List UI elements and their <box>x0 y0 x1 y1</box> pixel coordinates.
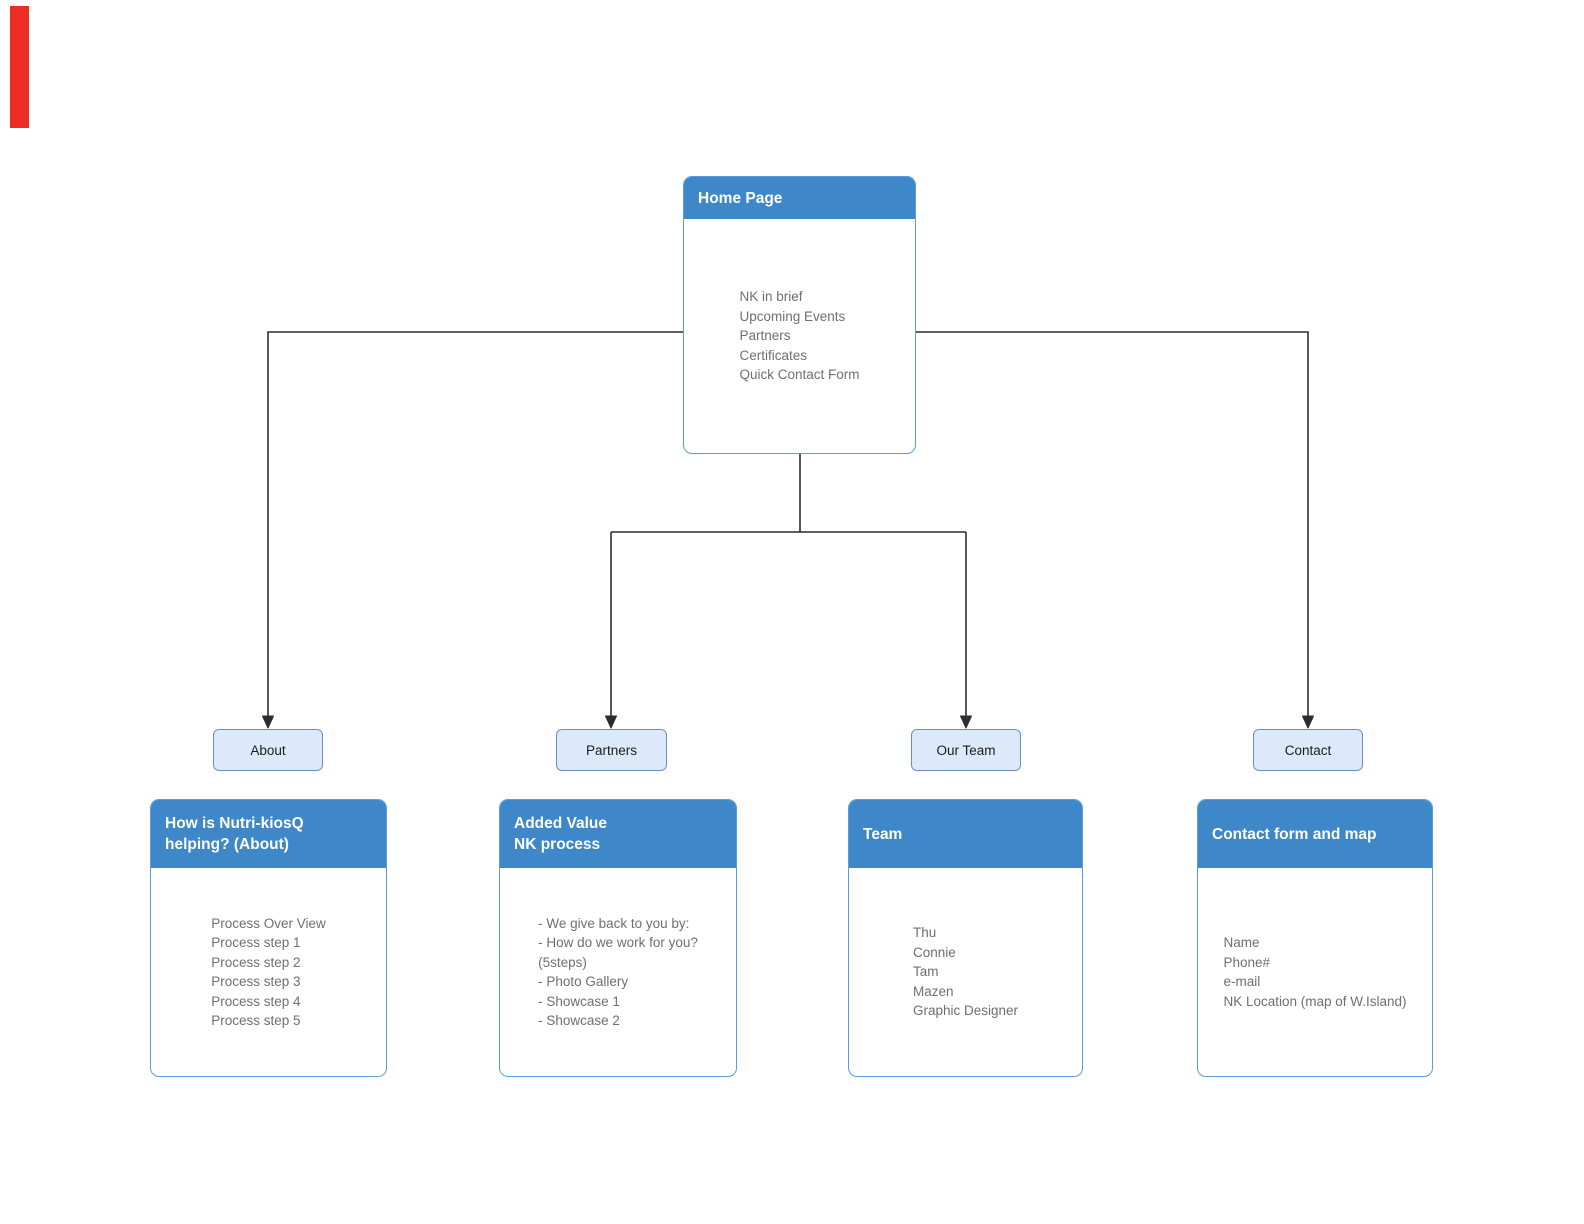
connector-home-contact <box>916 331 1314 729</box>
node-partners-section: Added Value NK process - We give back to… <box>499 799 737 1077</box>
node-home-page-items: NK in brief Upcoming Events Partners Cer… <box>739 289 860 383</box>
node-contact-section: Contact form and map Name Phone# e-mail … <box>1197 799 1433 1077</box>
connector-home-about <box>262 331 683 729</box>
node-about-section-title: How is Nutri-kiosQ helping? (About) <box>151 800 386 868</box>
node-partners-section-items: - We give back to you by: - How do we wo… <box>538 915 698 1029</box>
node-home-page: Home Page NK in brief Upcoming Events Pa… <box>683 176 916 454</box>
nav-box-partners: Partners <box>556 729 667 771</box>
nav-box-contact: Contact <box>1253 729 1363 771</box>
nav-box-our-team: Our Team <box>911 729 1021 771</box>
node-team-section-items: Thu Connie Tam Mazen Graphic Designer <box>912 925 1019 1019</box>
nav-box-about: About <box>213 729 323 771</box>
node-contact-section-title: Contact form and map <box>1198 800 1432 868</box>
red-marker-bar <box>10 6 29 128</box>
node-about-section-items: Process Over View Process step 1 Process… <box>211 915 326 1029</box>
node-team-section-title: Team <box>849 800 1082 868</box>
node-partners-section-title: Added Value NK process <box>500 800 736 868</box>
node-home-page-title: Home Page <box>684 177 915 219</box>
node-team-section: Team Thu Connie Tam Mazen Graphic Design… <box>848 799 1083 1077</box>
node-about-section: How is Nutri-kiosQ helping? (About) Proc… <box>150 799 387 1077</box>
connector-home-middle <box>605 454 972 729</box>
node-contact-section-items: Name Phone# e-mail NK Location (map of W… <box>1223 935 1407 1009</box>
